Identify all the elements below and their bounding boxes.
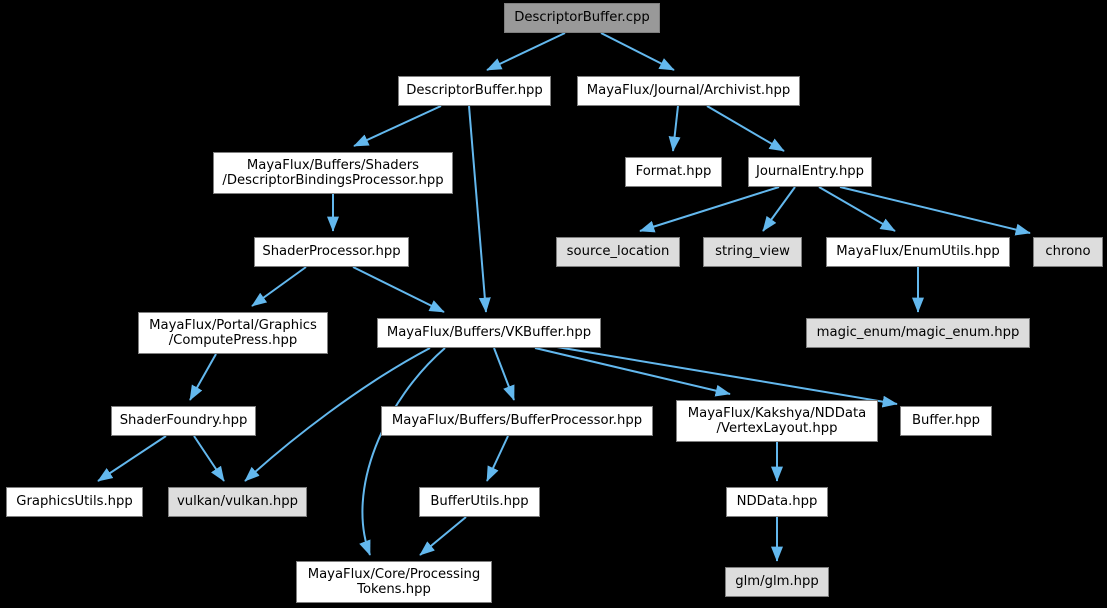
graph-node-shaderprocessor-hpp[interactable]: ShaderProcessor.hpp: [254, 237, 409, 267]
graph-node-vulkan-hpp[interactable]: vulkan/vulkan.hpp: [168, 487, 307, 517]
graph-node-format-hpp[interactable]: Format.hpp: [625, 157, 722, 187]
graph-node-computepress-hpp[interactable]: MayaFlux/Portal/Graphics /ComputePress.h…: [138, 312, 328, 354]
graph-node-journalentry-hpp[interactable]: JournalEntry.hpp: [748, 157, 872, 187]
graph-node-chrono[interactable]: chrono: [1033, 237, 1103, 267]
graph-node-buffer-hpp[interactable]: Buffer.hpp: [900, 406, 992, 436]
graph-node-bufferutils-hpp[interactable]: BufferUtils.hpp: [419, 487, 540, 517]
graph-node-enumutils-hpp[interactable]: MayaFlux/EnumUtils.hpp: [826, 237, 1010, 267]
graph-node-vertexlayout-hpp[interactable]: MayaFlux/Kakshya/NDData /VertexLayout.hp…: [676, 400, 878, 442]
graph-node-archivist-hpp[interactable]: MayaFlux/Journal/Archivist.hpp: [577, 76, 800, 106]
graph-node-shaderfoundry-hpp[interactable]: ShaderFoundry.hpp: [111, 406, 256, 436]
graph-node-descriptorbuffer-hpp[interactable]: DescriptorBuffer.hpp: [398, 76, 551, 106]
graph-node-processingtokens-hpp[interactable]: MayaFlux/Core/Processing Tokens.hpp: [296, 561, 492, 603]
graph-node-nddata-hpp[interactable]: NDData.hpp: [726, 487, 828, 517]
graph-node-descriptorbindingsprocessor-hpp[interactable]: MayaFlux/Buffers/Shaders /DescriptorBind…: [213, 152, 453, 194]
graph-node-glm-hpp[interactable]: glm/glm.hpp: [725, 567, 829, 597]
graph-node-magic-enum-hpp[interactable]: magic_enum/magic_enum.hpp: [806, 318, 1030, 348]
graph-node-graphicsutils-hpp[interactable]: GraphicsUtils.hpp: [6, 487, 143, 517]
graph-node-vkbuffer-hpp[interactable]: MayaFlux/Buffers/VKBuffer.hpp: [377, 318, 601, 348]
graph-node-bufferprocessor-hpp[interactable]: MayaFlux/Buffers/BufferProcessor.hpp: [381, 406, 653, 436]
graph-node-descriptorbuffer-cpp[interactable]: DescriptorBuffer.cpp: [504, 3, 660, 33]
graph-node-string-view[interactable]: string_view: [703, 237, 802, 267]
graph-node-source-location[interactable]: source_location: [556, 237, 680, 267]
